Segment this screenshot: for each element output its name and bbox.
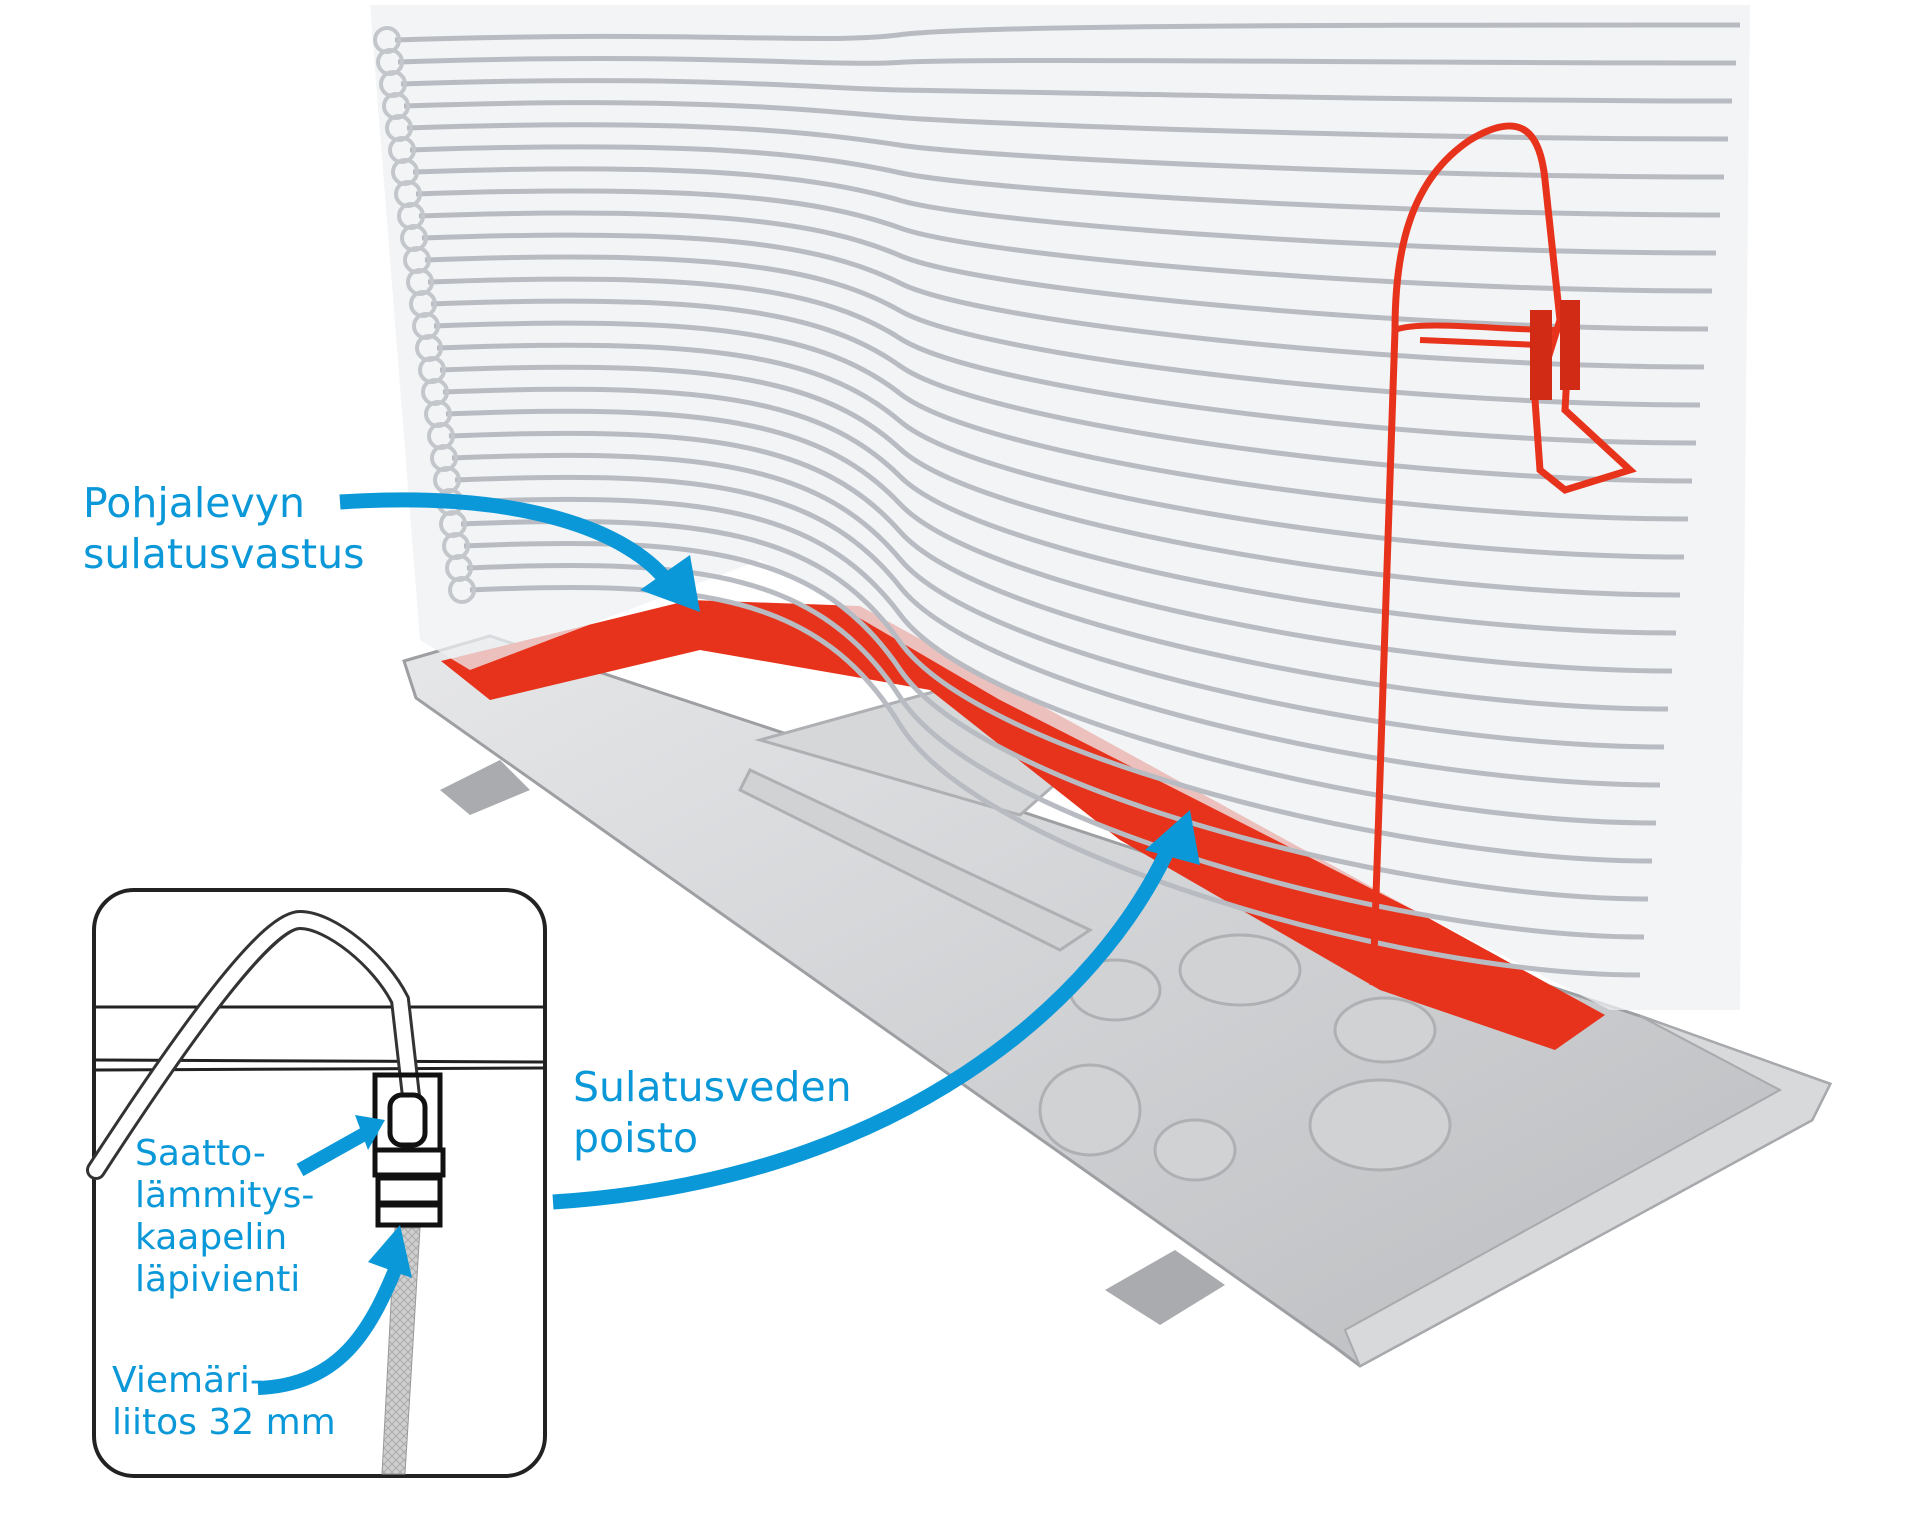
arrow-passthrough (296, 1115, 385, 1177)
fin (400, 78, 1733, 104)
fin-tube-bend (448, 576, 476, 604)
fin (433, 320, 1689, 522)
mounting-foot-left (440, 760, 530, 815)
label-sewer: Viemäri- liitos 32 mm (112, 1360, 336, 1444)
fin (463, 540, 1649, 902)
label-line: kaapelin (135, 1217, 288, 1258)
label-line: liitos 32 mm (112, 1402, 336, 1443)
fin (448, 430, 1669, 712)
label-cable-passthrough: Saatto- lämmitys- kaapelin läpivienti (135, 1133, 314, 1301)
fin (457, 496, 1657, 826)
fin (454, 474, 1661, 788)
fin (418, 210, 1709, 332)
label-heater: Pohjalevyn sulatusvastus (83, 478, 364, 580)
plate-embossing (737, 688, 1452, 1182)
arrow-sewer (257, 1225, 412, 1395)
mounting-foot-right (1105, 1250, 1225, 1325)
fin-panel (370, 5, 1750, 1010)
label-line: sulatusvastus (83, 530, 365, 578)
fin (445, 408, 1673, 674)
cable-connector (1530, 310, 1552, 400)
fin (430, 298, 1693, 484)
label-line: Pohjalevyn (83, 479, 305, 527)
heater-cable (1369, 122, 1637, 986)
fin (427, 276, 1697, 446)
fin (421, 232, 1705, 370)
fin (397, 55, 1737, 66)
label-line: Saatto- (135, 1133, 266, 1174)
label-drain: Sulatusveden poisto (573, 1062, 852, 1164)
label-line: läpivienti (135, 1259, 301, 1300)
drain-hose (381, 1227, 421, 1475)
fin (436, 342, 1685, 560)
fin (442, 386, 1677, 636)
fin (412, 166, 1717, 256)
fin (394, 22, 1741, 43)
fin (415, 188, 1713, 294)
arrow-heater (339, 492, 700, 612)
fin (409, 144, 1721, 218)
label-line: Sulatusveden (573, 1063, 852, 1111)
fin (439, 364, 1681, 598)
fin (451, 452, 1665, 750)
fin (403, 100, 1729, 142)
label-line: Viemäri- (112, 1360, 263, 1401)
fin (424, 254, 1701, 408)
inset-detail (86, 888, 547, 1478)
base-plate-rim (1343, 1015, 1832, 1368)
label-line: lämmitys- (135, 1175, 315, 1216)
fin (460, 518, 1653, 864)
cable-connector-2 (1560, 300, 1580, 390)
arrow-drain (552, 810, 1200, 1210)
heater-element (441, 600, 1605, 1050)
label-line: poisto (573, 1114, 699, 1162)
